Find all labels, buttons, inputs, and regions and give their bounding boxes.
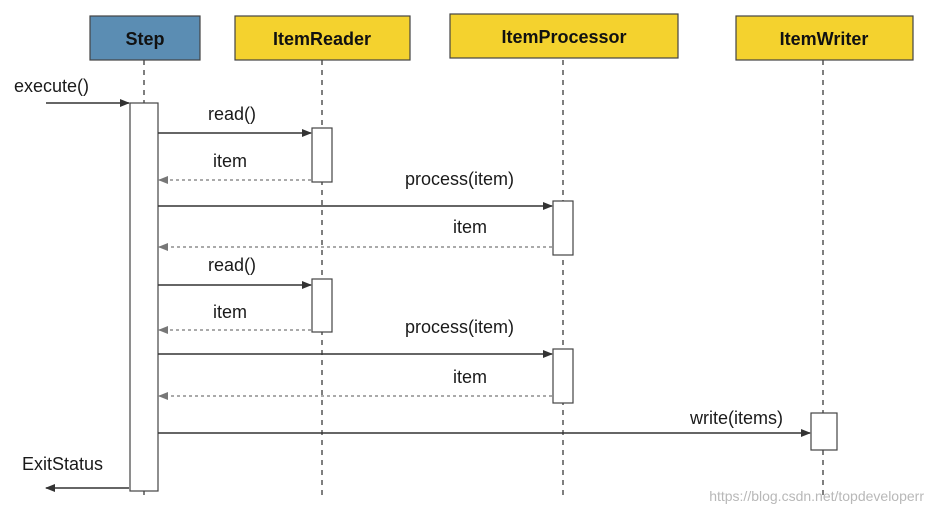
label-item-return-1: item (213, 151, 247, 171)
label-write: write(items) (689, 408, 783, 428)
svg-text:ItemProcessor: ItemProcessor (501, 27, 626, 47)
label-execute: execute() (14, 76, 89, 96)
participant-step: Step (89, 15, 201, 61)
activation-reader-2 (311, 278, 333, 333)
participant-item-processor: ItemProcessor (449, 13, 679, 59)
label-read-1: read() (208, 104, 256, 124)
svg-text:ItemWriter: ItemWriter (780, 29, 869, 49)
label-item-return-2: item (453, 217, 487, 237)
activation-writer (810, 412, 838, 451)
svg-text:Step: Step (125, 29, 164, 49)
svg-text:ItemReader: ItemReader (273, 29, 371, 49)
label-read-2: read() (208, 255, 256, 275)
activation-processor-1 (552, 200, 574, 256)
label-process-1: process(item) (405, 169, 514, 189)
activation-reader-1 (311, 127, 333, 183)
activation-processor-2 (552, 348, 574, 404)
label-process-2: process(item) (405, 317, 514, 337)
label-item-return-3: item (213, 302, 247, 322)
participant-item-reader: ItemReader (234, 15, 411, 61)
label-item-return-4: item (453, 367, 487, 387)
watermark: https://blog.csdn.net/topdeveloperr (709, 488, 924, 504)
label-exit-status: ExitStatus (22, 454, 103, 474)
activation-step (129, 102, 159, 492)
participant-item-writer: ItemWriter (735, 15, 914, 61)
